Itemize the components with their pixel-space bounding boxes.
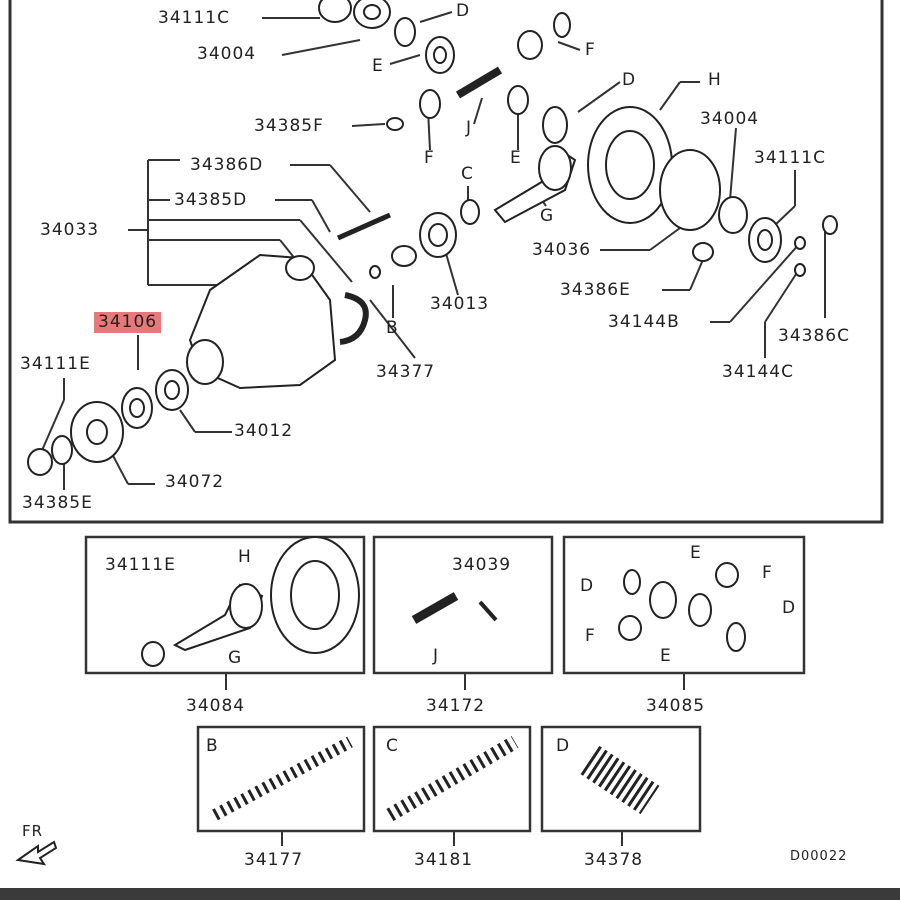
label-34385f: 34385F <box>254 116 324 136</box>
label-34004-right: 34004 <box>700 109 760 129</box>
panel3-label-e2: E <box>660 646 672 666</box>
set-label-34181: 34181 <box>414 850 474 870</box>
set-label-34378: 34378 <box>584 850 644 870</box>
panel3-label-d1: D <box>580 576 595 596</box>
panel3-label-e1: E <box>690 543 702 563</box>
label-34012: 34012 <box>234 421 294 441</box>
panel3-label-d2: D <box>782 598 797 618</box>
panel1-label-h: H <box>238 547 252 567</box>
label-34386c: 34386C <box>778 326 850 346</box>
label-f-mid: F <box>424 148 435 168</box>
label-34144c: 34144C <box>722 362 794 382</box>
label-34013: 34013 <box>430 294 490 314</box>
label-f-top: F <box>585 40 596 60</box>
label-h-top: H <box>708 70 722 90</box>
panel2-label-j: J <box>433 646 440 666</box>
label-34385d: 34385D <box>174 190 248 210</box>
set-label-34177: 34177 <box>244 850 304 870</box>
label-d-mid: D <box>622 70 637 90</box>
label-g-mid: G <box>540 206 555 226</box>
label-34111c-right: 34111C <box>754 148 826 168</box>
label-34377: 34377 <box>376 362 436 382</box>
set-label-34172: 34172 <box>426 696 486 716</box>
label-34106-highlighted: 34106 <box>94 312 162 333</box>
panel-34181 <box>372 725 532 833</box>
bottom-bar <box>0 888 900 900</box>
panel4-label-b: B <box>206 736 219 756</box>
label-34144b: 34144B <box>608 312 680 332</box>
set-label-34085: 34085 <box>646 696 706 716</box>
front-arrow-icon <box>15 840 58 866</box>
set-leader-lines <box>225 673 685 846</box>
label-34004-top: 34004 <box>197 44 257 64</box>
panel2-label-34039: 34039 <box>452 555 512 575</box>
label-34386d: 34386D <box>190 155 264 175</box>
panel-34177 <box>196 725 366 833</box>
set-label-34084: 34084 <box>186 696 246 716</box>
leader-lines <box>39 11 826 490</box>
label-34072: 34072 <box>165 472 225 492</box>
label-34111c-top: 34111C <box>158 8 230 28</box>
label-34386e: 34386E <box>560 280 631 300</box>
label-b-mid: B <box>386 318 399 338</box>
main-frame <box>8 0 884 524</box>
part-shapes <box>27 0 838 667</box>
front-label: FR <box>22 822 44 840</box>
panel6-label-d: D <box>556 736 571 756</box>
figure-code: D00022 <box>790 849 848 864</box>
label-e-mid: E <box>510 148 522 168</box>
label-d-top: D <box>456 1 471 21</box>
label-c-mid: C <box>461 164 474 184</box>
panel1-label-g: G <box>228 648 243 668</box>
panel-34172 <box>372 535 554 675</box>
label-34033: 34033 <box>40 220 100 240</box>
shim-sets <box>212 735 660 822</box>
panel5-label-c: C <box>386 736 399 756</box>
label-34111e-left: 34111E <box>20 354 91 374</box>
label-34036: 34036 <box>532 240 592 260</box>
label-34385e: 34385E <box>22 493 93 513</box>
panel3-label-f1: F <box>762 563 773 583</box>
panel-34085 <box>562 535 806 675</box>
panel3-label-f2: F <box>585 626 596 646</box>
panel1-label-34111e: 34111E <box>105 555 176 575</box>
label-j-mid: J <box>466 118 473 138</box>
label-e-top: E <box>372 56 384 76</box>
